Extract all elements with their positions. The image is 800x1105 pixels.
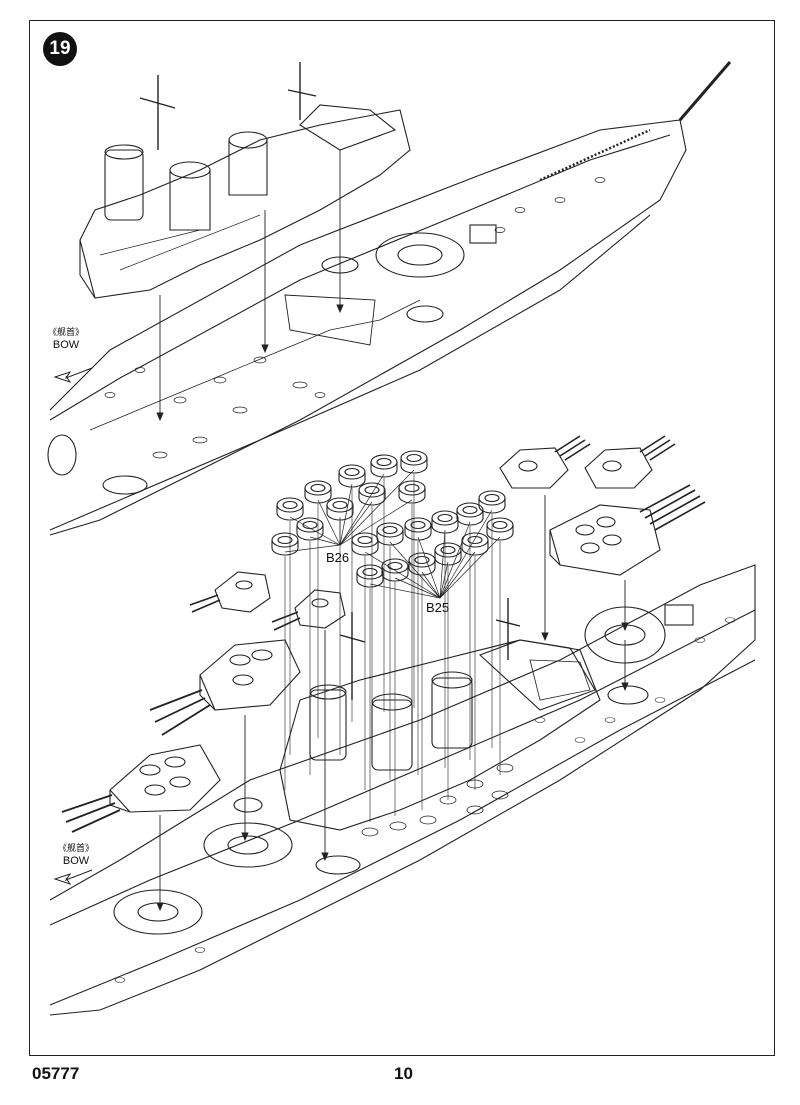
mount-leader-line bbox=[421, 571, 441, 599]
upper-hull-deck bbox=[47, 61, 732, 536]
secondary-mount-leader-lines bbox=[284, 469, 501, 822]
mount-leader-line bbox=[284, 544, 341, 553]
mount-leader-line bbox=[289, 516, 341, 546]
mount-leader-line bbox=[339, 499, 413, 546]
secondary-mount bbox=[431, 510, 459, 534]
secondary-mount bbox=[370, 454, 398, 478]
secondary-mount bbox=[408, 552, 436, 576]
mount-leader-line bbox=[369, 583, 441, 599]
lower-hull-deck bbox=[49, 564, 756, 1016]
secondary-mount bbox=[356, 564, 384, 588]
mount-leader-line bbox=[439, 509, 493, 599]
mount-leader-line bbox=[339, 501, 373, 546]
mount-leader-line bbox=[389, 541, 441, 599]
lower-superstructure bbox=[279, 598, 601, 831]
upper-bow-arrow bbox=[53, 367, 93, 383]
part-label-b25: B25 bbox=[426, 600, 450, 615]
mount-leader-line bbox=[439, 529, 446, 599]
turret-a-forward bbox=[61, 744, 221, 833]
secondary-mounts-group bbox=[271, 450, 514, 588]
instruction-frame bbox=[29, 20, 775, 1056]
step-number-badge: 19 bbox=[43, 32, 77, 66]
upper-bow-label-cn: 《舰首》 bbox=[48, 327, 85, 337]
upper-bow-label: 《舰首》 BOW bbox=[48, 326, 84, 352]
mount-leader-line bbox=[439, 551, 476, 599]
secondary-mount bbox=[271, 532, 299, 556]
mount-leader-line bbox=[339, 469, 415, 546]
mount-leader-line bbox=[439, 561, 449, 599]
mount-leader-line bbox=[417, 536, 441, 599]
turret-quad-stern bbox=[549, 484, 706, 576]
turret-pair-stern bbox=[499, 435, 676, 489]
secondary-mount bbox=[351, 532, 379, 556]
lower-bow-arrow bbox=[53, 869, 93, 885]
mount-leader-line bbox=[394, 577, 441, 599]
turret-b-forward bbox=[149, 639, 301, 736]
step-number: 19 bbox=[49, 38, 71, 59]
secondary-mount bbox=[456, 502, 484, 526]
turret-small-forward bbox=[189, 571, 346, 631]
secondary-mount bbox=[304, 480, 332, 504]
secondary-mount bbox=[376, 522, 404, 546]
secondary-mount bbox=[296, 517, 324, 541]
mount-leader-line bbox=[439, 521, 471, 599]
lower-bow-label-en: BOW bbox=[62, 855, 90, 867]
secondary-mount bbox=[400, 450, 428, 474]
part-label-b26: B26 bbox=[326, 550, 350, 565]
lower-bow-label: 《舰首》 BOW bbox=[58, 842, 94, 868]
secondary-mount bbox=[486, 517, 514, 541]
secondary-mount bbox=[398, 480, 426, 504]
mount-leader-line bbox=[309, 536, 341, 546]
secondary-mount bbox=[326, 497, 354, 521]
upper-superstructure bbox=[79, 62, 411, 299]
secondary-mount bbox=[434, 542, 462, 566]
lower-bow-label-cn: 《舰首》 bbox=[58, 843, 95, 853]
page-number: 10 bbox=[394, 1064, 413, 1083]
lower-assembly-arrows bbox=[156, 495, 629, 912]
secondary-mount bbox=[461, 532, 489, 556]
mount-leader-line bbox=[317, 499, 341, 546]
upper-assembly-arrows bbox=[156, 150, 344, 422]
mount-leader-line bbox=[339, 483, 353, 546]
mount-leader-line bbox=[364, 551, 441, 599]
secondary-mount bbox=[404, 517, 432, 541]
secondary-mount bbox=[276, 497, 304, 521]
secondary-mount bbox=[478, 490, 506, 514]
kit-code: 05777 bbox=[32, 1064, 80, 1083]
secondary-mount bbox=[338, 464, 366, 488]
upper-bow-label-en: BOW bbox=[52, 339, 80, 351]
mount-leader-line bbox=[339, 473, 385, 546]
